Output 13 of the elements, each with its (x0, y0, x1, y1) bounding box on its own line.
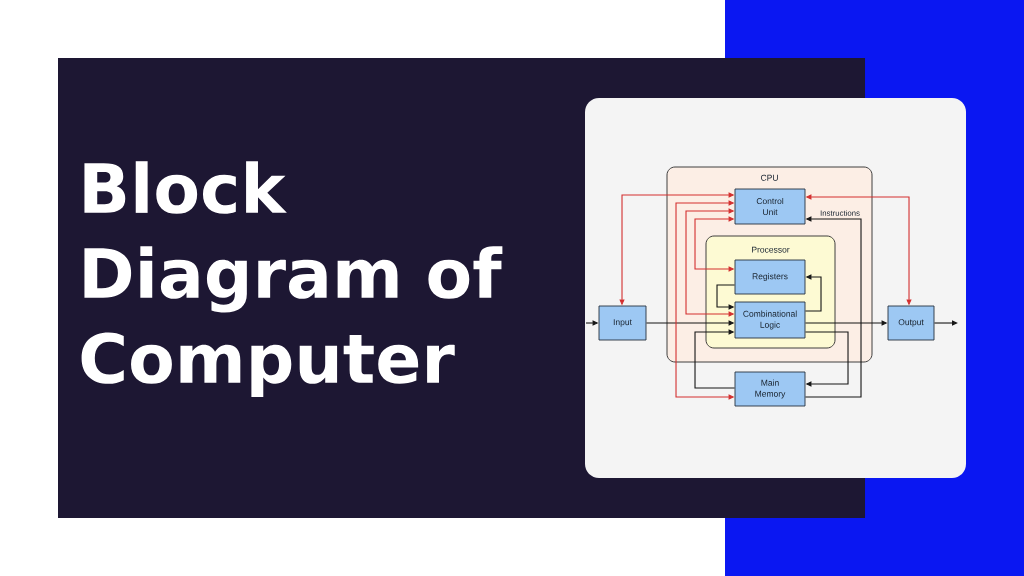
arrow (716, 284, 736, 310)
process-box: Input (598, 305, 647, 341)
arrow (694, 329, 736, 389)
process-box: Output (887, 305, 935, 341)
arrow (933, 320, 958, 326)
process-box: Registers (734, 259, 806, 295)
arrow (804, 331, 849, 387)
title: Block Diagram of Computer (81, 161, 503, 397)
process-box: Combinational Logic (734, 301, 806, 339)
arrow (804, 274, 822, 312)
process-box: Main Memory (734, 371, 806, 407)
process-box: Control Unit (734, 188, 806, 225)
arrow (804, 216, 862, 398)
